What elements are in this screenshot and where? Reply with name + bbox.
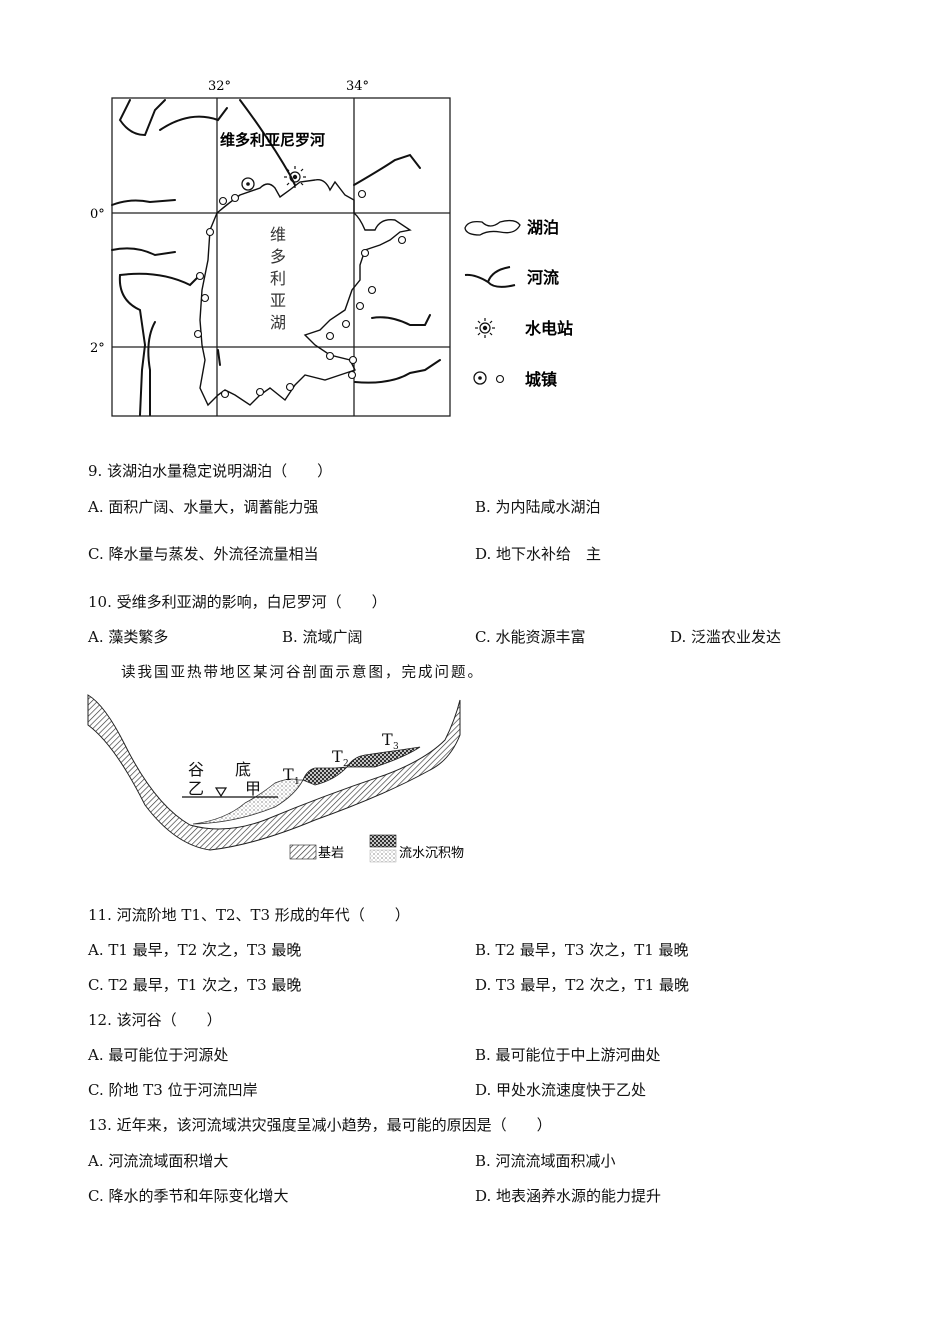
q11-option-d[interactable]: D. T3 最早，T2 次之，T1 最晚 — [475, 976, 689, 994]
map-svg: 32° 34° 0° 2° 维多利亚尼罗河 维 多 利 亚 — [90, 79, 573, 417]
small-towns — [193, 189, 407, 399]
svg-text:乙: 乙 — [188, 779, 204, 798]
q10-option-c[interactable]: C. 水能资源丰富 — [475, 628, 586, 646]
bedrock-legend-label: 基岩 — [318, 846, 344, 861]
q10-option-b[interactable]: B. 流域广阔 — [282, 628, 363, 646]
q13-option-a[interactable]: A. 河流流域面积增大 — [88, 1152, 229, 1170]
q11-option-c[interactable]: C. T2 最早，T1 次之，T3 最晚 — [88, 976, 302, 994]
sediment-t1 — [192, 778, 304, 825]
bedrock-legend-icon — [289, 844, 317, 860]
svg-text:维: 维 — [270, 225, 286, 244]
water-level-icon — [214, 787, 228, 798]
svg-text:多: 多 — [270, 247, 286, 266]
question-9-stem: 9. 该湖泊水量稳定说明湖泊（ ） — [88, 462, 333, 480]
victoria-lake-map: 32° 34° 0° 2° 维多利亚尼罗河 维 多 利 亚 — [90, 70, 590, 430]
river-label: 维多利亚尼罗河 — [220, 131, 325, 149]
svg-text:水电站: 水电站 — [525, 319, 573, 338]
q10-option-a[interactable]: A. 藻类繁多 — [88, 628, 169, 646]
q9-option-c[interactable]: C. 降水量与蒸发、外流径流量相当 — [88, 545, 319, 563]
svg-text:河流: 河流 — [527, 268, 559, 287]
q12-option-c[interactable]: C. 阶地 T3 位于河流凹岸 — [88, 1081, 258, 1099]
q9-option-b[interactable]: B. 为内陆咸水湖泊 — [475, 498, 601, 516]
q10-option-d[interactable]: D. 泛滥农业发达 — [670, 628, 782, 646]
svg-text:亚: 亚 — [270, 291, 286, 310]
lake-outline — [199, 179, 412, 407]
sediment-legend-label: 流水沉积物 — [399, 846, 464, 861]
hydropower-station-icon — [475, 318, 495, 338]
q11-option-b[interactable]: B. T2 最早，T3 次之，T1 最晚 — [475, 941, 689, 959]
q12-option-b[interactable]: B. 最可能位于中上游河曲处 — [475, 1046, 661, 1064]
sediment-legend-icon — [369, 834, 397, 848]
svg-text:T: T — [382, 730, 393, 749]
sediment-t3 — [346, 746, 421, 768]
svg-text:湖泊: 湖泊 — [527, 218, 559, 237]
svg-text:2: 2 — [343, 759, 349, 769]
q9-option-a[interactable]: A. 面积广阔、水量大，调蓄能力强 — [88, 498, 319, 516]
svg-text:T: T — [332, 747, 343, 766]
lake-label: 维 多 利 亚 湖 — [270, 225, 286, 332]
section-intro: 读我国亚热带地区某河谷剖面示意图，完成问题。 — [121, 665, 484, 681]
q12-option-a[interactable]: A. 最可能位于河源处 — [88, 1046, 229, 1064]
sediment-legend-icon-2 — [369, 849, 397, 863]
question-10-stem: 10. 受维多利亚湖的影响，白尼罗河（ ） — [88, 593, 387, 611]
lake-icon — [464, 219, 521, 236]
q13-option-d[interactable]: D. 地表涵养水源的能力提升 — [475, 1187, 662, 1205]
svg-text:1: 1 — [294, 777, 300, 787]
lat-label-0: 0° — [90, 207, 105, 222]
svg-text:甲: 甲 — [245, 779, 261, 798]
lat-label-2: 2° — [90, 341, 105, 356]
question-11-stem: 11. 河流阶地 T1、T2、T3 形成的年代（ ） — [88, 906, 410, 924]
river-valley-profile: 谷 底 乙 甲 T 1 T 2 T 3 基岩 流水沉积物 — [85, 685, 485, 870]
svg-text:3: 3 — [393, 742, 399, 752]
svg-text:湖: 湖 — [270, 313, 286, 332]
q9-option-d[interactable]: D. 地下水补给 主 — [475, 545, 602, 563]
svg-text:谷: 谷 — [188, 760, 204, 779]
svg-text:T: T — [283, 765, 294, 784]
q13-option-b[interactable]: B. 河流流域面积减小 — [475, 1152, 616, 1170]
question-12-stem: 12. 该河谷（ ） — [88, 1011, 222, 1029]
valley-svg: 谷 底 乙 甲 T 1 T 2 T 3 基岩 流水沉积物 — [87, 694, 464, 863]
map-legend: 湖泊 河流 水电站 城镇 — [464, 218, 573, 389]
q13-option-c[interactable]: C. 降水的季节和年际变化增大 — [88, 1187, 289, 1205]
svg-text:底: 底 — [235, 760, 251, 779]
river-icon — [464, 266, 516, 288]
q12-option-d[interactable]: D. 甲处水流速度快于乙处 — [475, 1081, 647, 1099]
question-13-stem: 13. 近年来，该河流域洪灾强度呈减小趋势，最可能的原因是（ ） — [88, 1116, 552, 1134]
svg-text:城镇: 城镇 — [525, 370, 557, 389]
hydropower-station-icon — [284, 166, 306, 188]
town-icon — [241, 177, 255, 191]
bedrock — [87, 694, 461, 851]
lon-label-34: 34° — [346, 79, 369, 94]
q11-option-a[interactable]: A. T1 最早，T2 次之，T3 最晚 — [88, 941, 302, 959]
lon-label-32: 32° — [208, 79, 231, 94]
town-icon — [473, 371, 505, 385]
sediment-t2 — [302, 766, 348, 786]
svg-text:利: 利 — [270, 269, 286, 288]
